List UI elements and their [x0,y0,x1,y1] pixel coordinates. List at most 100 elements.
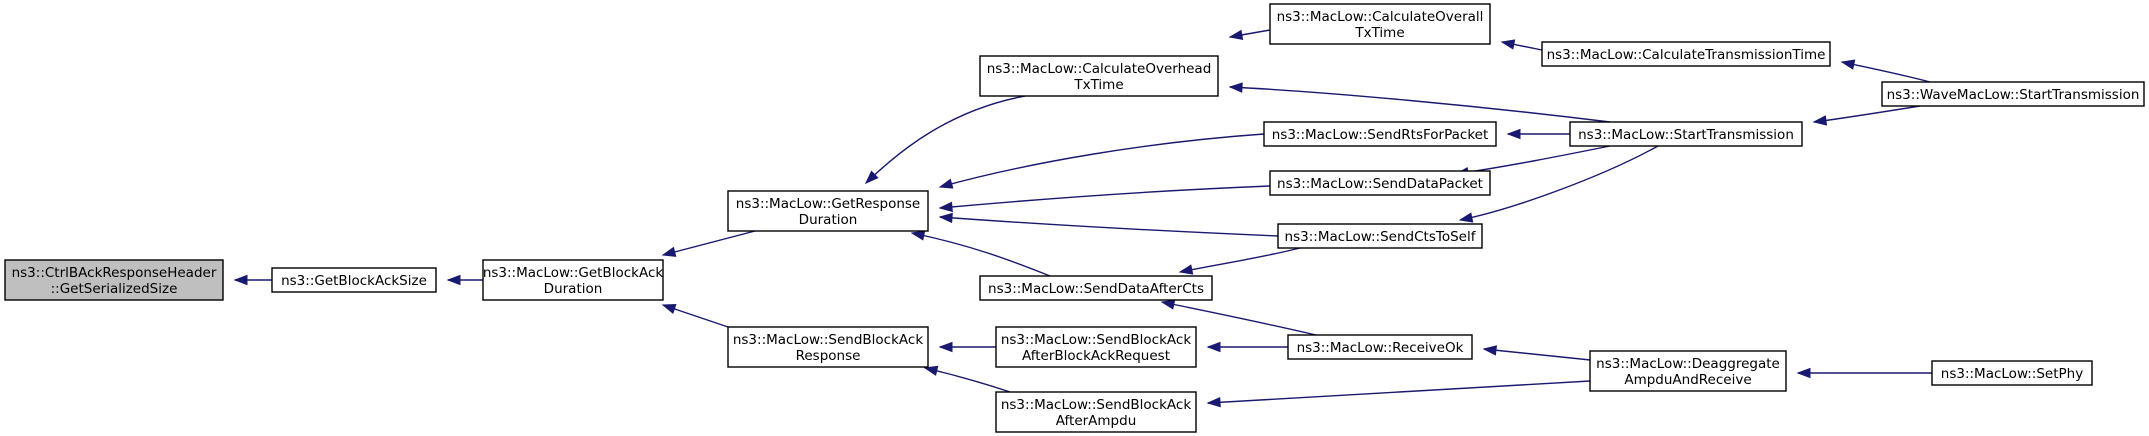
node-n9[interactable]: ns3::MacLow::SendDataAfterCts [979,275,1213,301]
edge-n13-n5 [1228,82,1611,123]
node-box [1263,121,1497,147]
edge-line [865,95,1026,184]
edge-n12-n5 [1228,29,1271,40]
edge-n2-n1 [446,274,483,286]
node-label: ns3::MacLow::ReceiveOk [1297,340,1464,356]
node-label: ns3::MacLow::SendCtsToSelf [1285,229,1477,245]
edge-n16-n14 [1482,345,1601,362]
node-box [1541,41,1831,67]
edge-arrowhead [938,178,954,189]
edge-arrowhead [661,246,677,257]
edge-arrowhead [1482,345,1498,356]
edge-line [662,230,756,256]
edge-line [911,232,1051,277]
node-label: TxTime [1354,25,1404,41]
node-n7[interactable]: ns3::MacLow::SendDataPacket [1269,170,1491,196]
node-label: ns3::MacLow::CalculateOverhead [987,61,1212,77]
edge-n17-n15 [1840,59,1931,83]
node-n1[interactable]: ns3::GetBlockAckSize [271,267,437,293]
edge-arrowhead [1206,341,1221,353]
node-label: ns3::MacLow::SendBlockAck [1001,397,1191,413]
node-box [482,259,664,301]
node-n8[interactable]: ns3::MacLow::SendCtsToSelf [1277,223,1483,249]
edge-n8-n9 [1178,247,1301,275]
node-label: AmpduAndReceive [1624,372,1751,388]
edge-arrowhead [1812,115,1828,126]
node-label: ns3::MacLow::SendBlockAck [733,332,923,348]
edge-arrowhead [1228,29,1244,40]
node-box [979,275,1213,301]
node-label: ns3::MacLow::Deaggregate [1596,356,1780,372]
node-n18[interactable]: ns3::MacLow::SetPhy [1931,360,2093,386]
node-n14[interactable]: ns3::MacLow::ReceiveOk [1287,334,1473,360]
edge-line [1179,247,1301,273]
edge-n15-n12 [1500,39,1543,51]
edge-n18-n16 [1796,367,1932,379]
node-label: ns3::MacLow::StartTransmission [1578,127,1794,143]
edge-n14-n10 [1206,341,1288,353]
node-n0[interactable]: ns3::CtrlBAckResponseHeader::GetSerializ… [4,259,224,301]
node-n13[interactable]: ns3::MacLow::StartTransmission [1569,121,1803,147]
node-label: TxTime [1073,77,1123,93]
node-box [271,267,437,293]
node-label: ns3::MacLow::SendDataPacket [1277,176,1483,192]
edge-line [939,133,1265,188]
edge-arrowhead [1500,39,1516,50]
node-box [995,391,1197,433]
edge-line [1455,145,1611,175]
node-label: ::GetSerializedSize [51,281,178,297]
edge-n6-n3 [938,133,1265,189]
edge-line [1229,86,1611,123]
node-label: ns3::GetBlockAckSize [281,273,427,289]
edge-arrowhead [938,201,953,213]
node-box [727,326,929,368]
node-box [995,326,1197,368]
node-box [1881,81,2145,107]
edge-n7-n3 [938,185,1271,213]
edge-line [1841,61,1931,83]
edge-n16-n11 [1206,380,1591,408]
node-box [1931,360,2093,386]
node-label: ns3::MacLow::GetResponse [736,196,920,212]
edge-arrowhead [1160,299,1176,310]
node-label: ns3::CtrlBAckResponseHeader [12,265,217,281]
edge-n9-n3 [910,230,1051,277]
node-label: ns3::MacLow::SendDataAfterCts [988,281,1204,297]
edge-n13-n8 [1458,145,1659,223]
edge-n13-n6 [1506,128,1570,140]
nodes-layer: ns3::CtrlBAckResponseHeader::GetSerializ… [4,3,2145,433]
edge-arrowhead [938,341,953,353]
node-label: Duration [544,281,603,297]
node-box [1569,121,1803,147]
edge-n11-n4 [923,365,1011,393]
edge-arrowhead [923,365,939,376]
edge-line [1161,301,1317,336]
edges-layer [233,29,1932,408]
edge-n14-n9 [1160,299,1317,336]
node-box [1287,334,1473,360]
node-box [1277,223,1483,249]
node-label: ns3::MacLow::CalculateOverall [1277,9,1484,25]
edge-line [939,216,1279,237]
edge-n3-n2 [661,230,756,257]
edge-line [1207,380,1591,404]
edge-arrowhead [938,212,953,224]
edge-line [939,185,1271,209]
node-n17[interactable]: ns3::WaveMacLow::StartTransmission [1881,81,2145,107]
node-n10[interactable]: ns3::MacLow::SendBlockAckAfterBlockAckRe… [995,326,1197,368]
node-label: Response [796,348,861,364]
edge-line [1813,105,1921,123]
node-n6[interactable]: ns3::MacLow::SendRtsForPacket [1263,121,1497,147]
node-n15[interactable]: ns3::MacLow::CalculateTransmissionTime [1541,41,1831,67]
edge-line [1459,145,1659,221]
node-box [1269,3,1491,45]
edge-line [924,367,1011,393]
